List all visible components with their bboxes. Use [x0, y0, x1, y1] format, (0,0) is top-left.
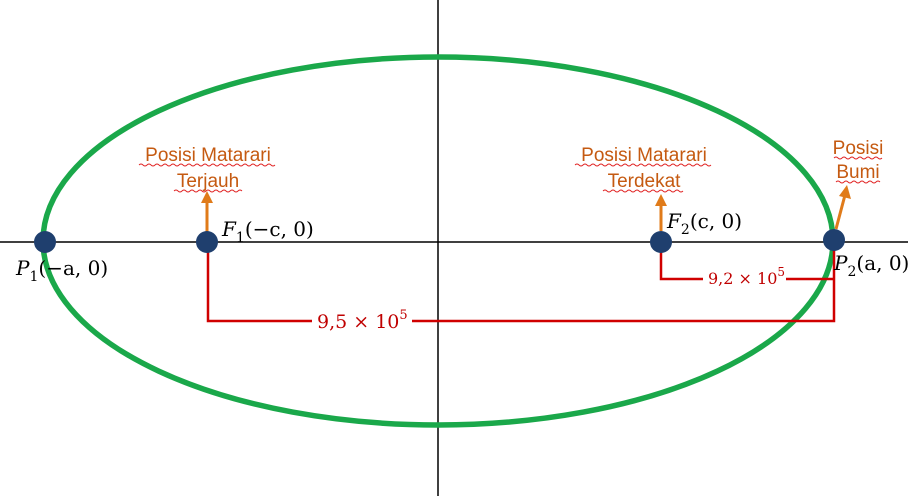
aphelion-distance-label: 9,5 × 105: [317, 308, 408, 333]
point-p2: [823, 229, 845, 251]
squiggle-earth-1: [833, 156, 883, 160]
squiggle-farthest-1: [138, 163, 276, 167]
callout-earth-line1: Posisi: [833, 138, 884, 159]
aphelion-label-bg: [312, 308, 412, 334]
label-p1: P1(−a, 0): [15, 256, 108, 285]
point-p1: [34, 231, 56, 253]
perihelion-distance-label: 9,2 × 105: [708, 265, 785, 288]
squiggle-nearest-1: [574, 163, 712, 167]
label-p2: P2(a, 0): [833, 251, 908, 280]
arrow-farthest: [201, 191, 213, 232]
squiggle-earth-2: [835, 180, 881, 184]
callout-nearest-line2: Terdekat: [608, 171, 682, 192]
squiggle-farthest-2: [173, 189, 243, 193]
point-f1: [196, 231, 218, 253]
callout-earth-line2: Bumi: [836, 162, 879, 183]
perihelion-label-bg: [703, 265, 786, 289]
callout-farthest-line1: Posisi Matarari: [145, 145, 271, 166]
arrow-nearest: [655, 194, 667, 231]
label-f2: F2(c, 0): [666, 209, 742, 238]
callout-nearest-line1: Posisi Matarari: [581, 145, 707, 166]
squiggle-nearest-2: [602, 189, 684, 193]
callout-farthest-line2: Terjauh: [177, 171, 239, 192]
aphelion-dimension-line: [206, 244, 836, 323]
arrow-earth: [834, 185, 851, 230]
label-f1: F1(−c, 0): [221, 217, 314, 246]
point-f2: [650, 231, 672, 253]
